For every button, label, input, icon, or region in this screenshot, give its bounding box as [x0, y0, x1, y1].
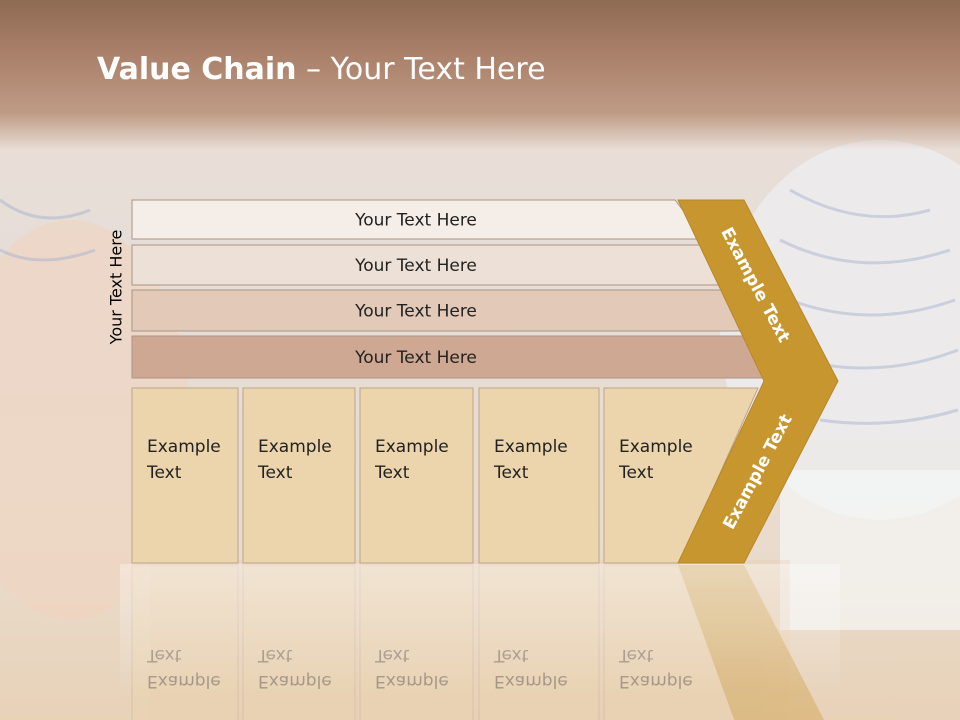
primary-box-line1: Example	[494, 437, 568, 457]
primary-box-2	[242, 387, 356, 564]
title-rest: – Your Text Here	[296, 52, 546, 87]
primary-box-line1: Example	[147, 437, 221, 457]
slide-title: Value Chain – Your Text Here	[97, 52, 546, 87]
primary-box-line2: Text	[618, 463, 654, 483]
title-band	[0, 0, 960, 150]
primary-box-line1: Example	[619, 437, 693, 457]
primary-box-1	[131, 387, 239, 564]
primary-box-line1: Example	[258, 437, 332, 457]
support-row-label: Your Text Here	[354, 348, 477, 368]
support-row-label: Your Text Here	[354, 256, 477, 276]
reflection-fade	[120, 564, 840, 694]
support-row-label: Your Text Here	[354, 211, 477, 231]
primary-box-line2: Text	[257, 463, 293, 483]
support-row-label: Your Text Here	[354, 302, 477, 322]
value-chevron	[677, 199, 839, 564]
primary-box-line2: Text	[146, 463, 182, 483]
primary-box-4	[478, 387, 600, 564]
title-bold: Value Chain	[97, 52, 297, 87]
primary-box-3	[359, 387, 474, 564]
primary-box-line1: Example	[375, 437, 449, 457]
primary-box-line2: Text	[374, 463, 410, 483]
primary-box-line2: Text	[493, 463, 529, 483]
